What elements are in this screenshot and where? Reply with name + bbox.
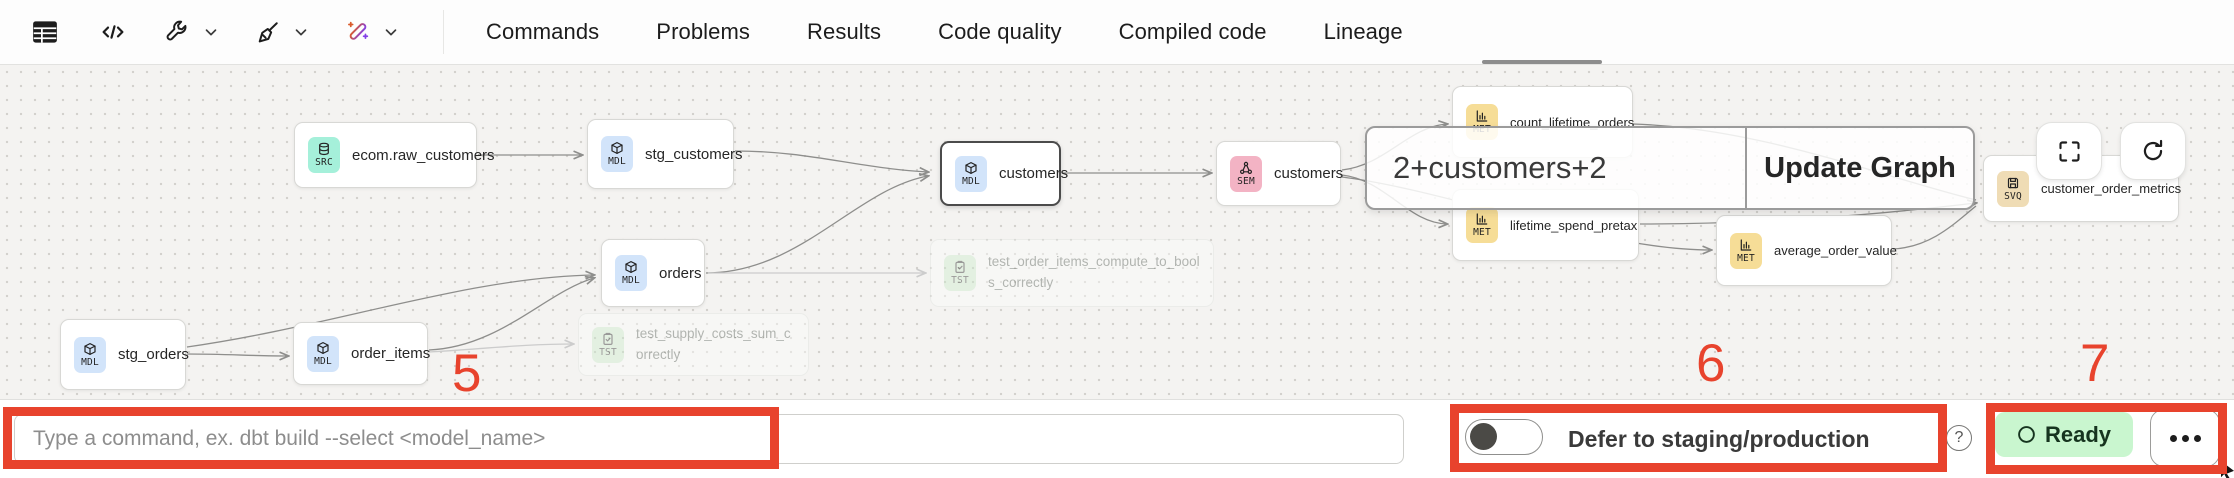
lineage-node-source-ecom-raw-customers[interactable]: SRC ecom.raw_customers — [294, 122, 495, 188]
model-badge: MDL — [615, 255, 647, 291]
chevron-down-icon — [295, 29, 307, 36]
broom-icon — [258, 22, 278, 43]
lineage-node-test-supply-costs-sum[interactable]: TST test_supply_costs_sum_correctly — [578, 313, 809, 376]
command-bar: Defer to staging/production ? Ready — [0, 399, 2234, 478]
cube-icon — [965, 161, 977, 174]
model-badge: MDL — [601, 136, 633, 172]
lineage-node-model-order-items[interactable]: MDL order_items — [293, 322, 430, 385]
lineage-node-model-orders[interactable]: MDL orders — [601, 239, 705, 307]
lineage-node-semantic-customers[interactable]: SEM customers — [1216, 141, 1343, 206]
panel-tabs: Commands Problems Results Code quality C… — [460, 0, 1403, 64]
lineage-node-model-stg-customers[interactable]: MDL stg_customers — [587, 119, 743, 189]
code-icon — [102, 25, 124, 39]
wrench-icon — [166, 20, 187, 41]
cube-icon — [84, 342, 96, 355]
model-badge: MDL — [307, 335, 339, 372]
lineage-selector-bar: 2+customers+2 Update Graph — [1365, 126, 1975, 210]
refresh-graph-button[interactable] — [2120, 122, 2186, 180]
tab-code-quality[interactable]: Code quality — [938, 19, 1062, 44]
command-input[interactable] — [14, 414, 1404, 464]
semantic-model-badge: SEM — [1230, 155, 1262, 192]
selector-divider — [1745, 128, 1747, 208]
toolbar-divider — [443, 10, 444, 54]
preview-table-button[interactable] — [30, 17, 60, 47]
cube-icon — [625, 261, 637, 273]
defer-toggle[interactable] — [1465, 419, 1543, 455]
fullscreen-button[interactable] — [2036, 122, 2102, 180]
chevron-down-icon — [205, 29, 217, 36]
more-options-button[interactable] — [2150, 409, 2220, 467]
saved-query-badge: SVQ — [1997, 170, 2029, 207]
ellipsis-icon — [2169, 434, 2177, 442]
lineage-selector-input[interactable]: 2+customers+2 — [1393, 150, 1607, 185]
fullscreen-icon — [2058, 140, 2080, 162]
tab-compiled-code[interactable]: Compiled code — [1118, 19, 1267, 44]
lineage-node-metric-average-order-value[interactable]: MET average_order_value — [1716, 215, 1897, 286]
status-circle-icon — [2018, 426, 2035, 443]
lineage-node-model-stg-orders[interactable]: MDL stg_orders — [60, 319, 189, 390]
panel-toolbar: Commands Problems Results Code quality C… — [0, 0, 2234, 65]
test-badge: TST — [592, 326, 624, 363]
refresh-icon — [2143, 139, 2163, 161]
build-tools-button[interactable] — [164, 18, 220, 46]
table-icon — [33, 21, 57, 43]
code-compile-button[interactable] — [98, 17, 128, 47]
status-badge-ready[interactable]: Ready — [1995, 412, 2133, 457]
help-icon[interactable]: ? — [1946, 425, 1972, 451]
network-icon — [1240, 161, 1252, 174]
lineage-node-test-order-items-compute-to-bools[interactable]: TST test_order_items_compute_to_bools_co… — [930, 239, 1214, 307]
bar-chart-icon — [1740, 238, 1752, 251]
defer-toggle-label: Defer to staging/production — [1568, 425, 1870, 452]
clipboard-check-icon — [955, 260, 965, 274]
magic-wand-icon — [348, 21, 369, 40]
toggle-knob — [1470, 423, 1497, 450]
ai-assist-button[interactable] — [344, 18, 400, 46]
model-badge: MDL — [955, 155, 987, 192]
chevron-down-icon — [385, 29, 397, 36]
test-badge: TST — [944, 255, 976, 291]
metric-badge: MET — [1730, 232, 1762, 269]
bar-chart-icon — [1476, 110, 1488, 122]
update-graph-button[interactable]: Update Graph — [1764, 151, 1956, 184]
model-badge: MDL — [74, 336, 106, 373]
floppy-disk-icon — [2007, 177, 2019, 188]
tab-results[interactable]: Results — [807, 19, 882, 44]
cube-icon — [317, 341, 329, 354]
database-icon — [319, 142, 329, 156]
mouse-cursor — [2221, 461, 2234, 478]
metric-badge: MET — [1466, 207, 1498, 243]
tab-commands[interactable]: Commands — [486, 19, 600, 44]
clipboard-check-icon — [603, 332, 613, 345]
active-tab-underline — [1482, 60, 1602, 64]
source-badge: SRC — [308, 137, 340, 173]
tab-lineage[interactable]: Lineage — [1323, 19, 1403, 44]
tab-problems[interactable]: Problems — [656, 19, 751, 44]
bar-chart-icon — [1476, 213, 1488, 225]
format-clean-button[interactable] — [254, 18, 310, 46]
editor-action-icons — [0, 0, 422, 64]
cube-icon — [611, 142, 623, 154]
lineage-node-model-customers-selected[interactable]: MDL customers — [940, 141, 1068, 206]
